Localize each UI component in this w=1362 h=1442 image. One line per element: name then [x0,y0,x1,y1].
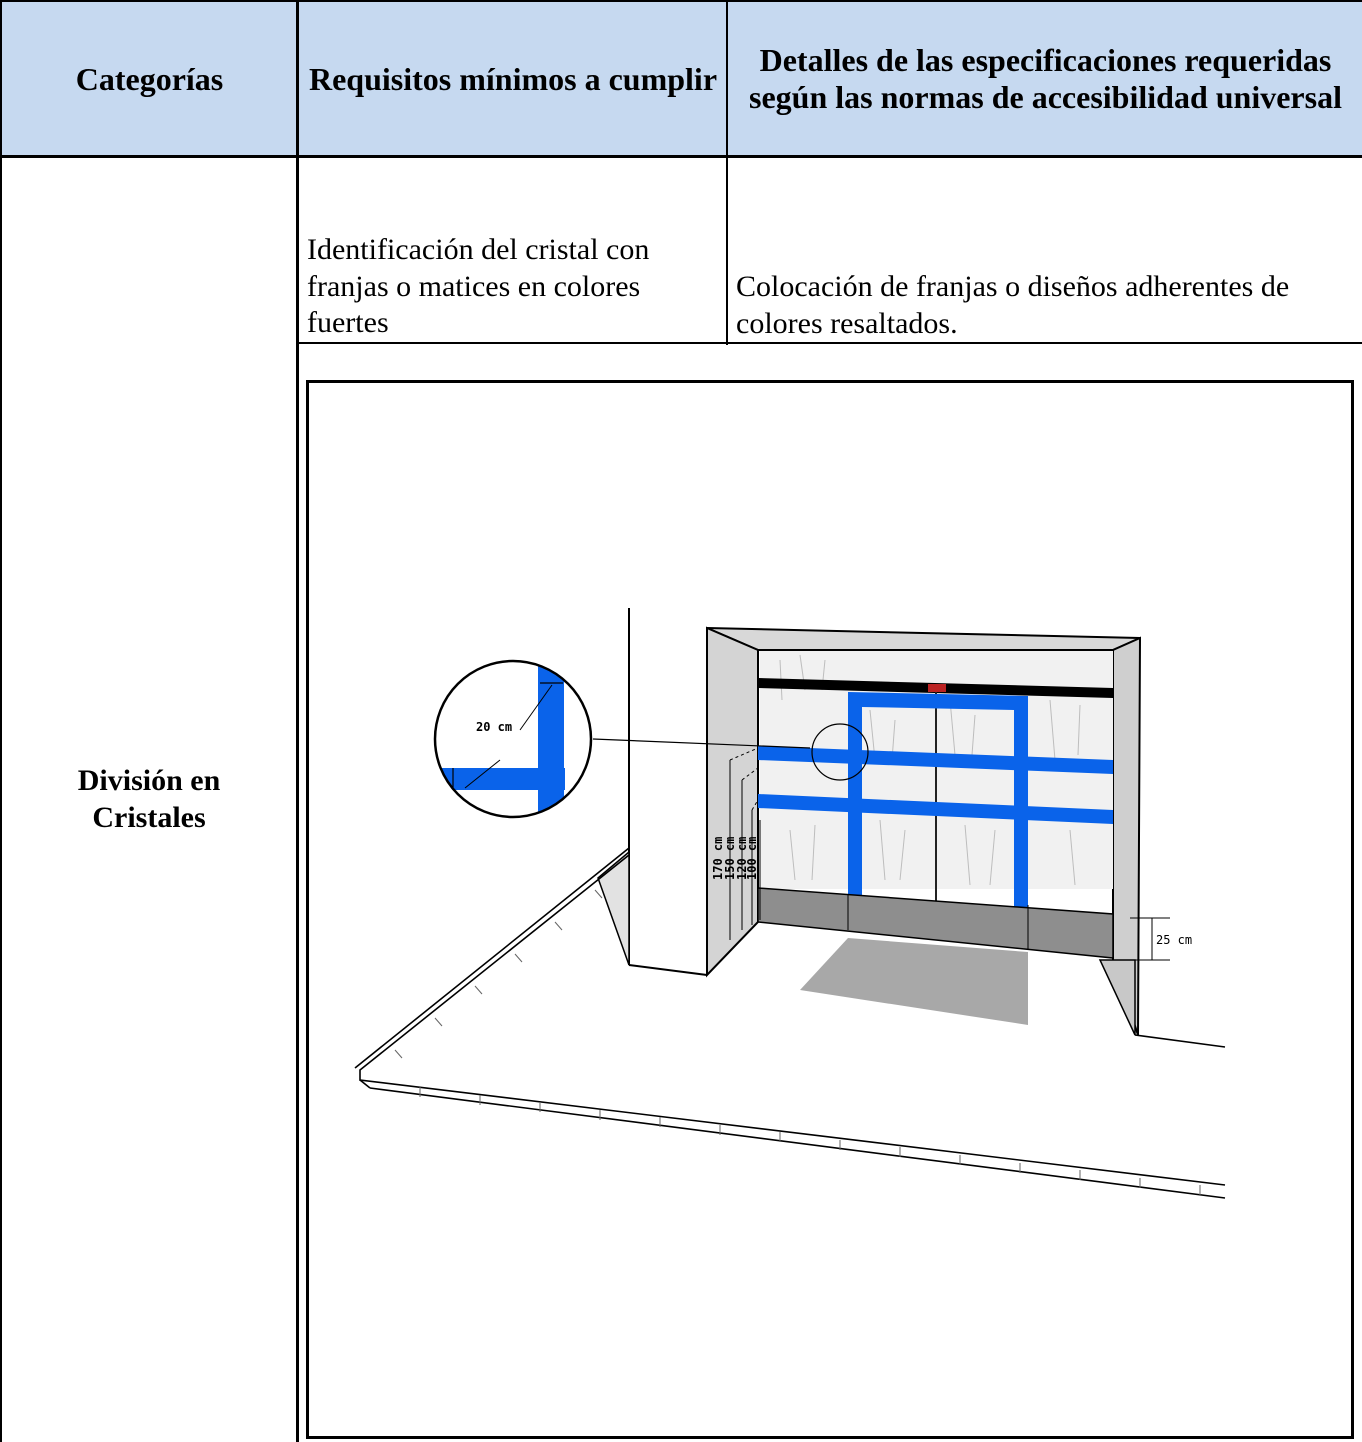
illustration-frame-right [1351,380,1354,1439]
header-categories: Categorías [2,2,297,156]
requirement-line-1: Identificación del cristal con [307,233,650,266]
base-band-label: 25 cm [1156,933,1192,947]
detail-cell: Colocación de franjas o diseños adherent… [736,269,1358,342]
column-divider-1 [296,0,299,1442]
stripe-width-label: 20 cm [476,720,512,734]
base-band [757,887,1114,959]
column-divider-2 [726,0,728,345]
header-requirements: Requisitos mínimos a cumplir [299,2,727,156]
table-border-left [0,0,2,1442]
table-border-top [0,0,1362,2]
height-170-label: 170 cm [711,837,725,880]
category-cell: División en Cristales [2,158,296,1442]
category-line-1: División en [77,764,221,798]
height-100-label: 100 cm [745,837,759,880]
requirement-line-2: franjas o matices en colores [307,269,641,303]
door-frame [706,626,1142,1036]
category-line-2: Cristales [92,801,206,834]
requirement-line-3: fuertes [307,306,389,340]
height-120-label: 120 cm [735,837,749,880]
row-divider [296,342,1362,344]
detail-marker-circle [811,723,869,781]
detail-line-1: Colocación de franjas o diseños adherent… [736,270,1290,303]
contrast-stripes [758,692,1113,912]
header-categories-text: Categorías [75,60,224,97]
table-header-row [0,0,1362,157]
requirement-cell: Identificación del cristal con franjas o… [307,232,722,342]
illustration-frame [306,380,1354,1439]
header-requirements-text: Requisitos mínimos a cumplir [308,60,718,97]
height-dimensions [729,747,761,940]
height-labels: 170 cm 150 cm 120 cm 100 cm [711,837,759,880]
base-band-dimension: 25 cm [1130,917,1192,961]
header-divider [0,155,1362,158]
height-150-label: 150 cm [723,837,737,880]
door-mat [800,938,1028,1025]
header-details-line-2: según las normas de accesibilidad univer… [749,79,1342,115]
pillar [597,608,708,976]
detail-line-2: colores resaltados. [736,306,958,340]
curb-joints [394,889,1201,1195]
sidewalk-curb [354,847,1226,1199]
header-details: Detalles de las especificaciones requeri… [729,2,1362,156]
zoom-detail-circle: 20 cm [433,659,593,819]
header-details-line-1: Detalles de las especificaciones requeri… [759,42,1332,79]
